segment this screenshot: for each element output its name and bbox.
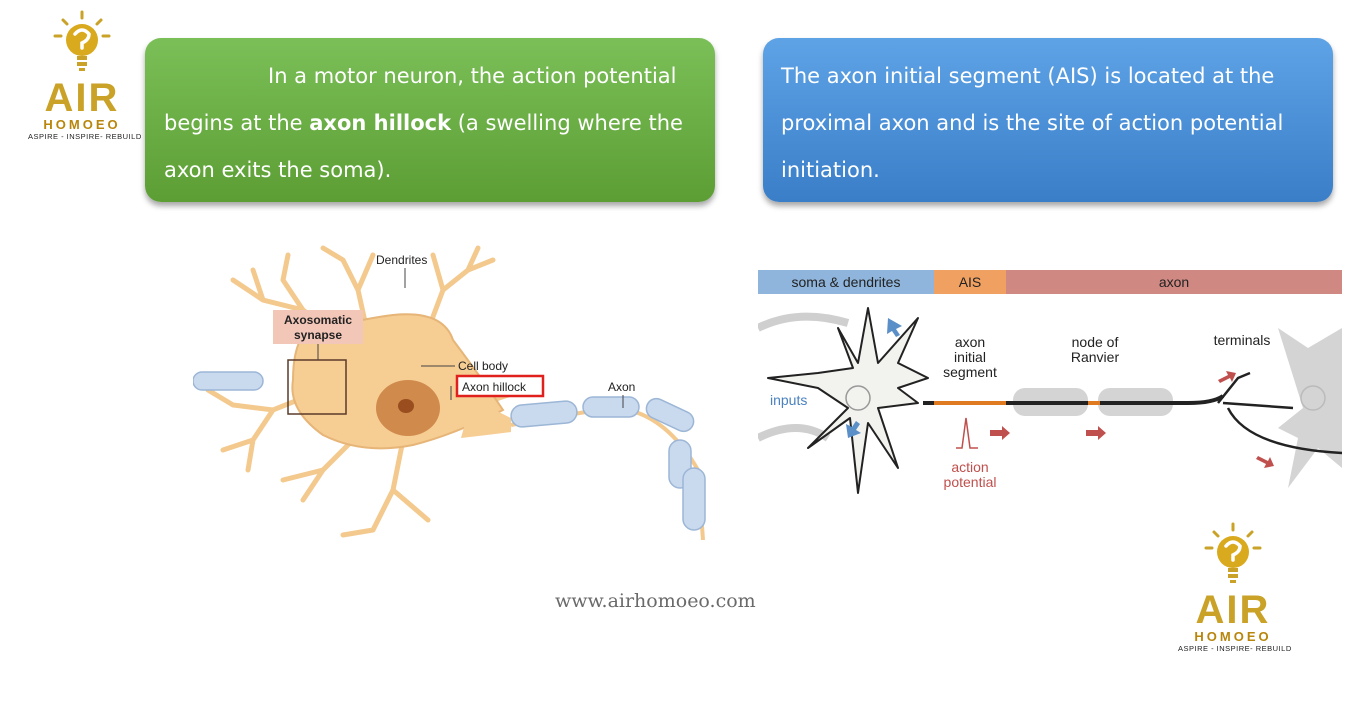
logo-brand-text: AIR	[1195, 588, 1271, 632]
terminals-label: terminals	[1214, 332, 1271, 348]
action-label-line2: potential	[944, 474, 997, 490]
axon-terminals	[1217, 371, 1342, 455]
axon-hillock-shape	[461, 395, 511, 438]
neuron-diagram: Axosomatic synapse Dendrites Cell body A…	[193, 245, 706, 540]
callout-left-text-after: (a swelling where the axon exits the som…	[164, 111, 683, 182]
main-neuron-nucleus	[845, 385, 871, 411]
inputs-label: inputs	[770, 392, 807, 408]
node-label-line2: Ranvier	[1071, 349, 1120, 365]
logo-tagline: ASPIRE - INSPIRE- REBUILD	[1178, 644, 1292, 653]
logo-sub-text: HOMOEO	[43, 117, 121, 132]
synapse-box	[287, 359, 347, 415]
cell-body-label: Cell body	[458, 359, 508, 373]
website-url: www.airhomoeo.com	[555, 590, 756, 612]
axon-hillock-box	[455, 374, 545, 398]
spike-trace	[956, 417, 978, 449]
ais-callout: The axon initial segment (AIS) is locate…	[763, 38, 1333, 202]
background-neuron-right	[1278, 328, 1342, 488]
axon-hillock-callout: In a motor neuron, the action potential …	[145, 38, 715, 202]
callout-left-text-before: In a motor neuron, the action potential …	[164, 64, 677, 135]
dendrites-label: Dendrites	[376, 253, 427, 267]
bar-axon-label: axon	[1159, 274, 1189, 290]
ais-label-line1: axon	[955, 334, 985, 350]
nucleolus	[398, 399, 414, 413]
ais-diagram: soma & dendrites AIS axon inputs axon in…	[758, 270, 1342, 494]
synapse-label-bg	[273, 310, 363, 344]
action-potential-arrows	[990, 371, 1274, 468]
input-arrows	[846, 318, 902, 438]
air-homoeo-logo-bottom: AIR HOMOEO ASPIRE - INSPIRE- REBUILD	[1178, 522, 1292, 654]
ais-label-line2: initial	[954, 349, 986, 365]
logo-brand-text: AIR	[44, 76, 120, 120]
synapse-label-line2: synapse	[294, 328, 342, 342]
air-homoeo-logo-top: AIR HOMOEO ASPIRE - INSPIRE- REBUILD	[28, 10, 142, 142]
myelin-sheaths	[193, 371, 706, 531]
logo-tagline: ASPIRE - INSPIRE- REBUILD	[28, 132, 142, 141]
lightbulb-icon	[53, 10, 111, 71]
bar-ais-label: AIS	[959, 274, 982, 290]
callout-left-bold: axon hillock	[309, 111, 452, 135]
ais-label-line3: segment	[943, 364, 997, 380]
logo-sub-text: HOMOEO	[1194, 629, 1272, 644]
node-label-line1: node of	[1072, 334, 1119, 350]
bar-ais	[934, 270, 1006, 294]
bar-axon	[1006, 270, 1342, 294]
axon-label: Axon	[608, 380, 635, 394]
action-label-line1: action	[951, 459, 988, 475]
bar-soma-label: soma & dendrites	[792, 274, 901, 290]
callout-right-text: The axon initial segment (AIS) is locate…	[781, 64, 1284, 182]
synapse-label-line1: Axosomatic	[284, 313, 352, 327]
main-axon	[923, 394, 1225, 405]
axon-hillock-label: Axon hillock	[462, 380, 527, 394]
bar-soma	[758, 270, 934, 294]
lightbulb-icon	[1204, 522, 1262, 583]
main-neuron-soma	[767, 307, 929, 494]
